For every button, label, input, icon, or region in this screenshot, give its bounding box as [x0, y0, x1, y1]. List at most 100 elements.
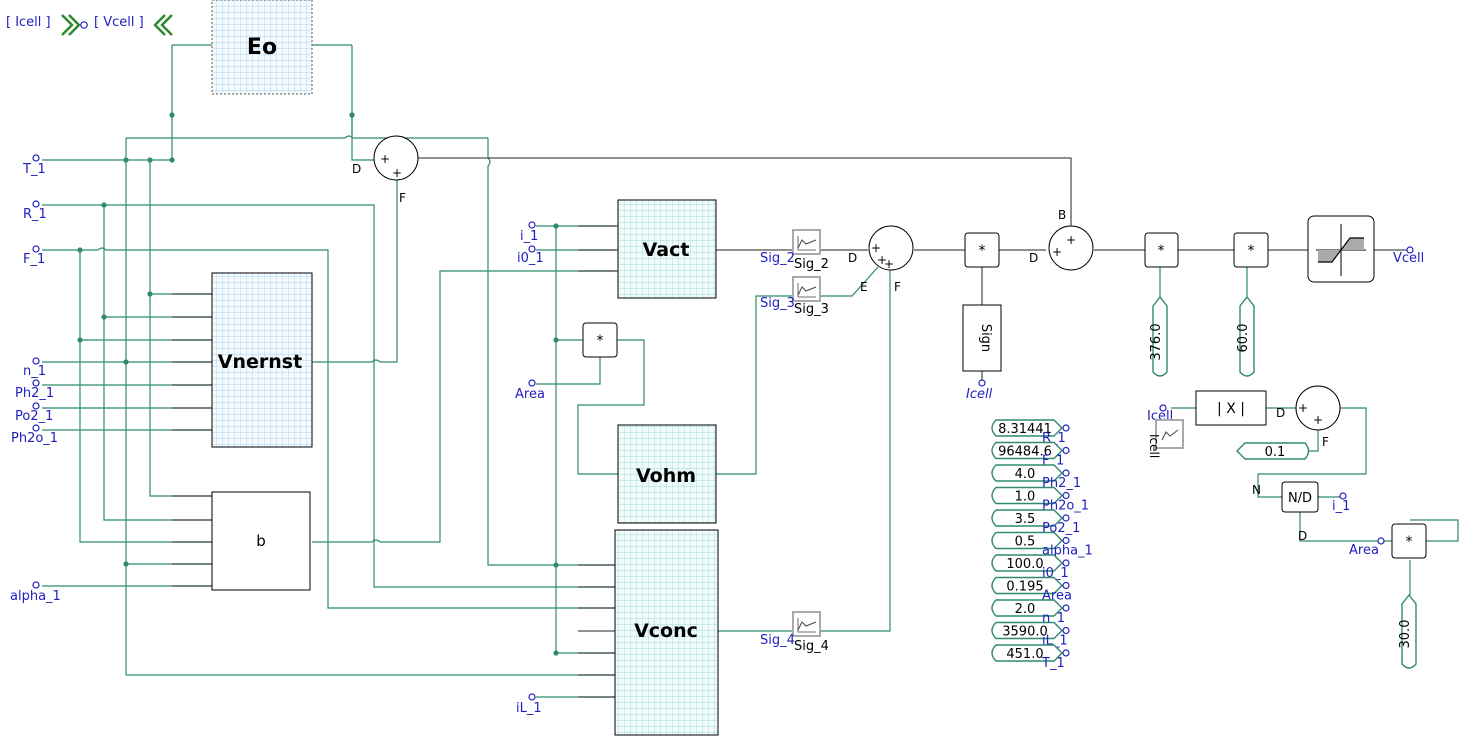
port-f-1: F: [399, 191, 406, 205]
const-0-1[interactable]: 0.1: [1236, 442, 1310, 460]
input-ph2o[interactable]: Ph2o_1: [11, 431, 58, 446]
limiter-block[interactable]: [1307, 215, 1375, 283]
mult-area[interactable]: *: [582, 322, 618, 358]
svg-text:+: +: [380, 152, 390, 166]
parameter-item[interactable]: 100.0i0_1: [991, 554, 1070, 581]
divide-block[interactable]: N/D N D i_1: [1252, 481, 1350, 543]
svg-text:Icell: Icell: [1147, 434, 1161, 458]
vohm-block[interactable]: Vohm: [617, 424, 717, 524]
mult-60[interactable]: *: [1233, 232, 1269, 268]
svg-text:+: +: [884, 257, 894, 271]
parameter-value: 96484.6: [998, 445, 1052, 460]
input-r[interactable]: R_1: [23, 207, 47, 222]
svg-text:N/D: N/D: [1288, 491, 1312, 506]
eo-block[interactable]: Eo: [211, 0, 313, 95]
goto-arrow-icon: [61, 14, 88, 36]
svg-text:Sign: Sign: [978, 324, 993, 352]
svg-text:+: +: [1052, 245, 1062, 259]
junction-dots: [77, 112, 559, 656]
parameter-value: 8.31441: [998, 422, 1052, 437]
svg-text:Vcell[interactable]: Vcell: [1393, 251, 1424, 266]
svg-text:+: +: [877, 253, 887, 267]
input-i[interactable]: i_1: [520, 229, 538, 244]
parameter-label: T_1: [1041, 656, 1065, 671]
signal-wires: [418, 157, 1408, 305]
parameter-value: 3590.0: [1002, 625, 1048, 640]
svg-text:F: F: [1322, 435, 1329, 449]
svg-text:Sig_4: Sig_4: [760, 633, 795, 648]
svg-text:F: F: [894, 280, 901, 294]
input-il[interactable]: iL_1: [516, 701, 542, 716]
probe-sig2[interactable]: Sig_2 Sig_2: [760, 229, 829, 272]
abs-block[interactable]: | X |: [1195, 390, 1267, 426]
vconc-block[interactable]: Vconc: [578, 529, 719, 736]
mult-376[interactable]: *: [1144, 232, 1179, 268]
svg-text:*: *: [1248, 243, 1255, 259]
svg-text:D: D: [1298, 529, 1307, 543]
input-i0[interactable]: i0_1: [517, 251, 544, 266]
vnernst-label: Vnernst: [218, 351, 302, 373]
parameter-item[interactable]: 96484.6F_1: [991, 441, 1070, 469]
input-alpha[interactable]: alpha_1: [10, 589, 61, 604]
summer-1[interactable]: + + D F: [352, 135, 419, 205]
svg-text:*: *: [1406, 534, 1413, 550]
sign-block[interactable]: Sign Icell: [962, 304, 1002, 402]
svg-text:Area[interactable]: Area: [1349, 543, 1379, 558]
const-30[interactable]: 30.0: [1398, 593, 1417, 669]
svg-text:+: +: [1313, 413, 1323, 427]
svg-text:*: *: [979, 243, 986, 259]
input-ph2[interactable]: Ph2_1: [15, 386, 54, 401]
vact-block[interactable]: Vact: [578, 199, 717, 299]
input-area[interactable]: Area: [515, 387, 545, 402]
input-n[interactable]: n_1: [23, 364, 46, 379]
svg-text:i_1[interactable]: i_1: [1332, 499, 1350, 514]
input-icell[interactable]: Icell: [966, 387, 993, 402]
icell-probe[interactable]: Icell Icell: [1147, 404, 1184, 458]
summer-3[interactable]: + + B D: [1029, 208, 1094, 271]
svg-text:60.0: 60.0: [1236, 324, 1251, 353]
svg-text:0.1: 0.1: [1265, 445, 1286, 460]
summer-2[interactable]: + + + D E F: [848, 225, 914, 294]
left-inputs: T_1 R_1 F_1 n_1 Ph2_1 Po2_1 Ph2o_1 alpha…: [10, 154, 61, 604]
svg-text:Sig_4: Sig_4: [794, 639, 829, 654]
svg-text:D: D: [848, 251, 857, 265]
svg-text:Sig_3: Sig_3: [760, 296, 795, 311]
tag-vcell[interactable]: [ Vcell ]: [94, 15, 144, 30]
parameter-value: 0.195: [1006, 580, 1043, 595]
svg-text:Sig_2: Sig_2: [794, 257, 829, 272]
svg-text:376.0: 376.0: [1149, 323, 1164, 360]
parameter-item[interactable]: 451.0T_1: [991, 644, 1070, 671]
port-d-1: D: [352, 162, 361, 176]
mult-sign[interactable]: *: [964, 232, 1000, 268]
input-f[interactable]: F_1: [23, 252, 45, 267]
parameter-value: 0.5: [1015, 535, 1036, 550]
mult-area2[interactable]: * Area: [1349, 523, 1427, 559]
vnernst-block[interactable]: Vnernst: [172, 272, 313, 448]
tag-icell[interactable]: [ Icell ]: [6, 15, 51, 30]
parameter-value: 451.0: [1006, 647, 1043, 662]
svg-text:Sig_3: Sig_3: [794, 302, 829, 317]
svg-text:30.0: 30.0: [1398, 620, 1413, 649]
parameter-item[interactable]: 2.0n_1: [991, 599, 1070, 626]
probe-sig3[interactable]: Sig_3 Sig_3: [760, 276, 829, 317]
input-t[interactable]: T_1: [22, 162, 46, 177]
svg-text:+: +: [871, 241, 881, 255]
svg-text:+: +: [1066, 233, 1076, 247]
svg-text:B: B: [1058, 208, 1066, 222]
const-376[interactable]: 376.0: [1149, 295, 1168, 377]
summer-4[interactable]: + + D F: [1276, 385, 1341, 449]
b-block[interactable]: b: [172, 491, 311, 591]
parameter-value: 3.5: [1015, 512, 1036, 527]
svg-text:D: D: [1029, 251, 1038, 265]
mid-inputs: i_1 i0_1 Area iL_1: [515, 221, 545, 716]
const-60[interactable]: 60.0: [1236, 295, 1255, 377]
probe-sig4[interactable]: Sig_4 Sig_4: [760, 611, 829, 654]
svg-text:E: E: [860, 280, 868, 294]
svg-text:*: *: [1158, 243, 1165, 259]
input-po2[interactable]: Po2_1: [15, 409, 53, 424]
